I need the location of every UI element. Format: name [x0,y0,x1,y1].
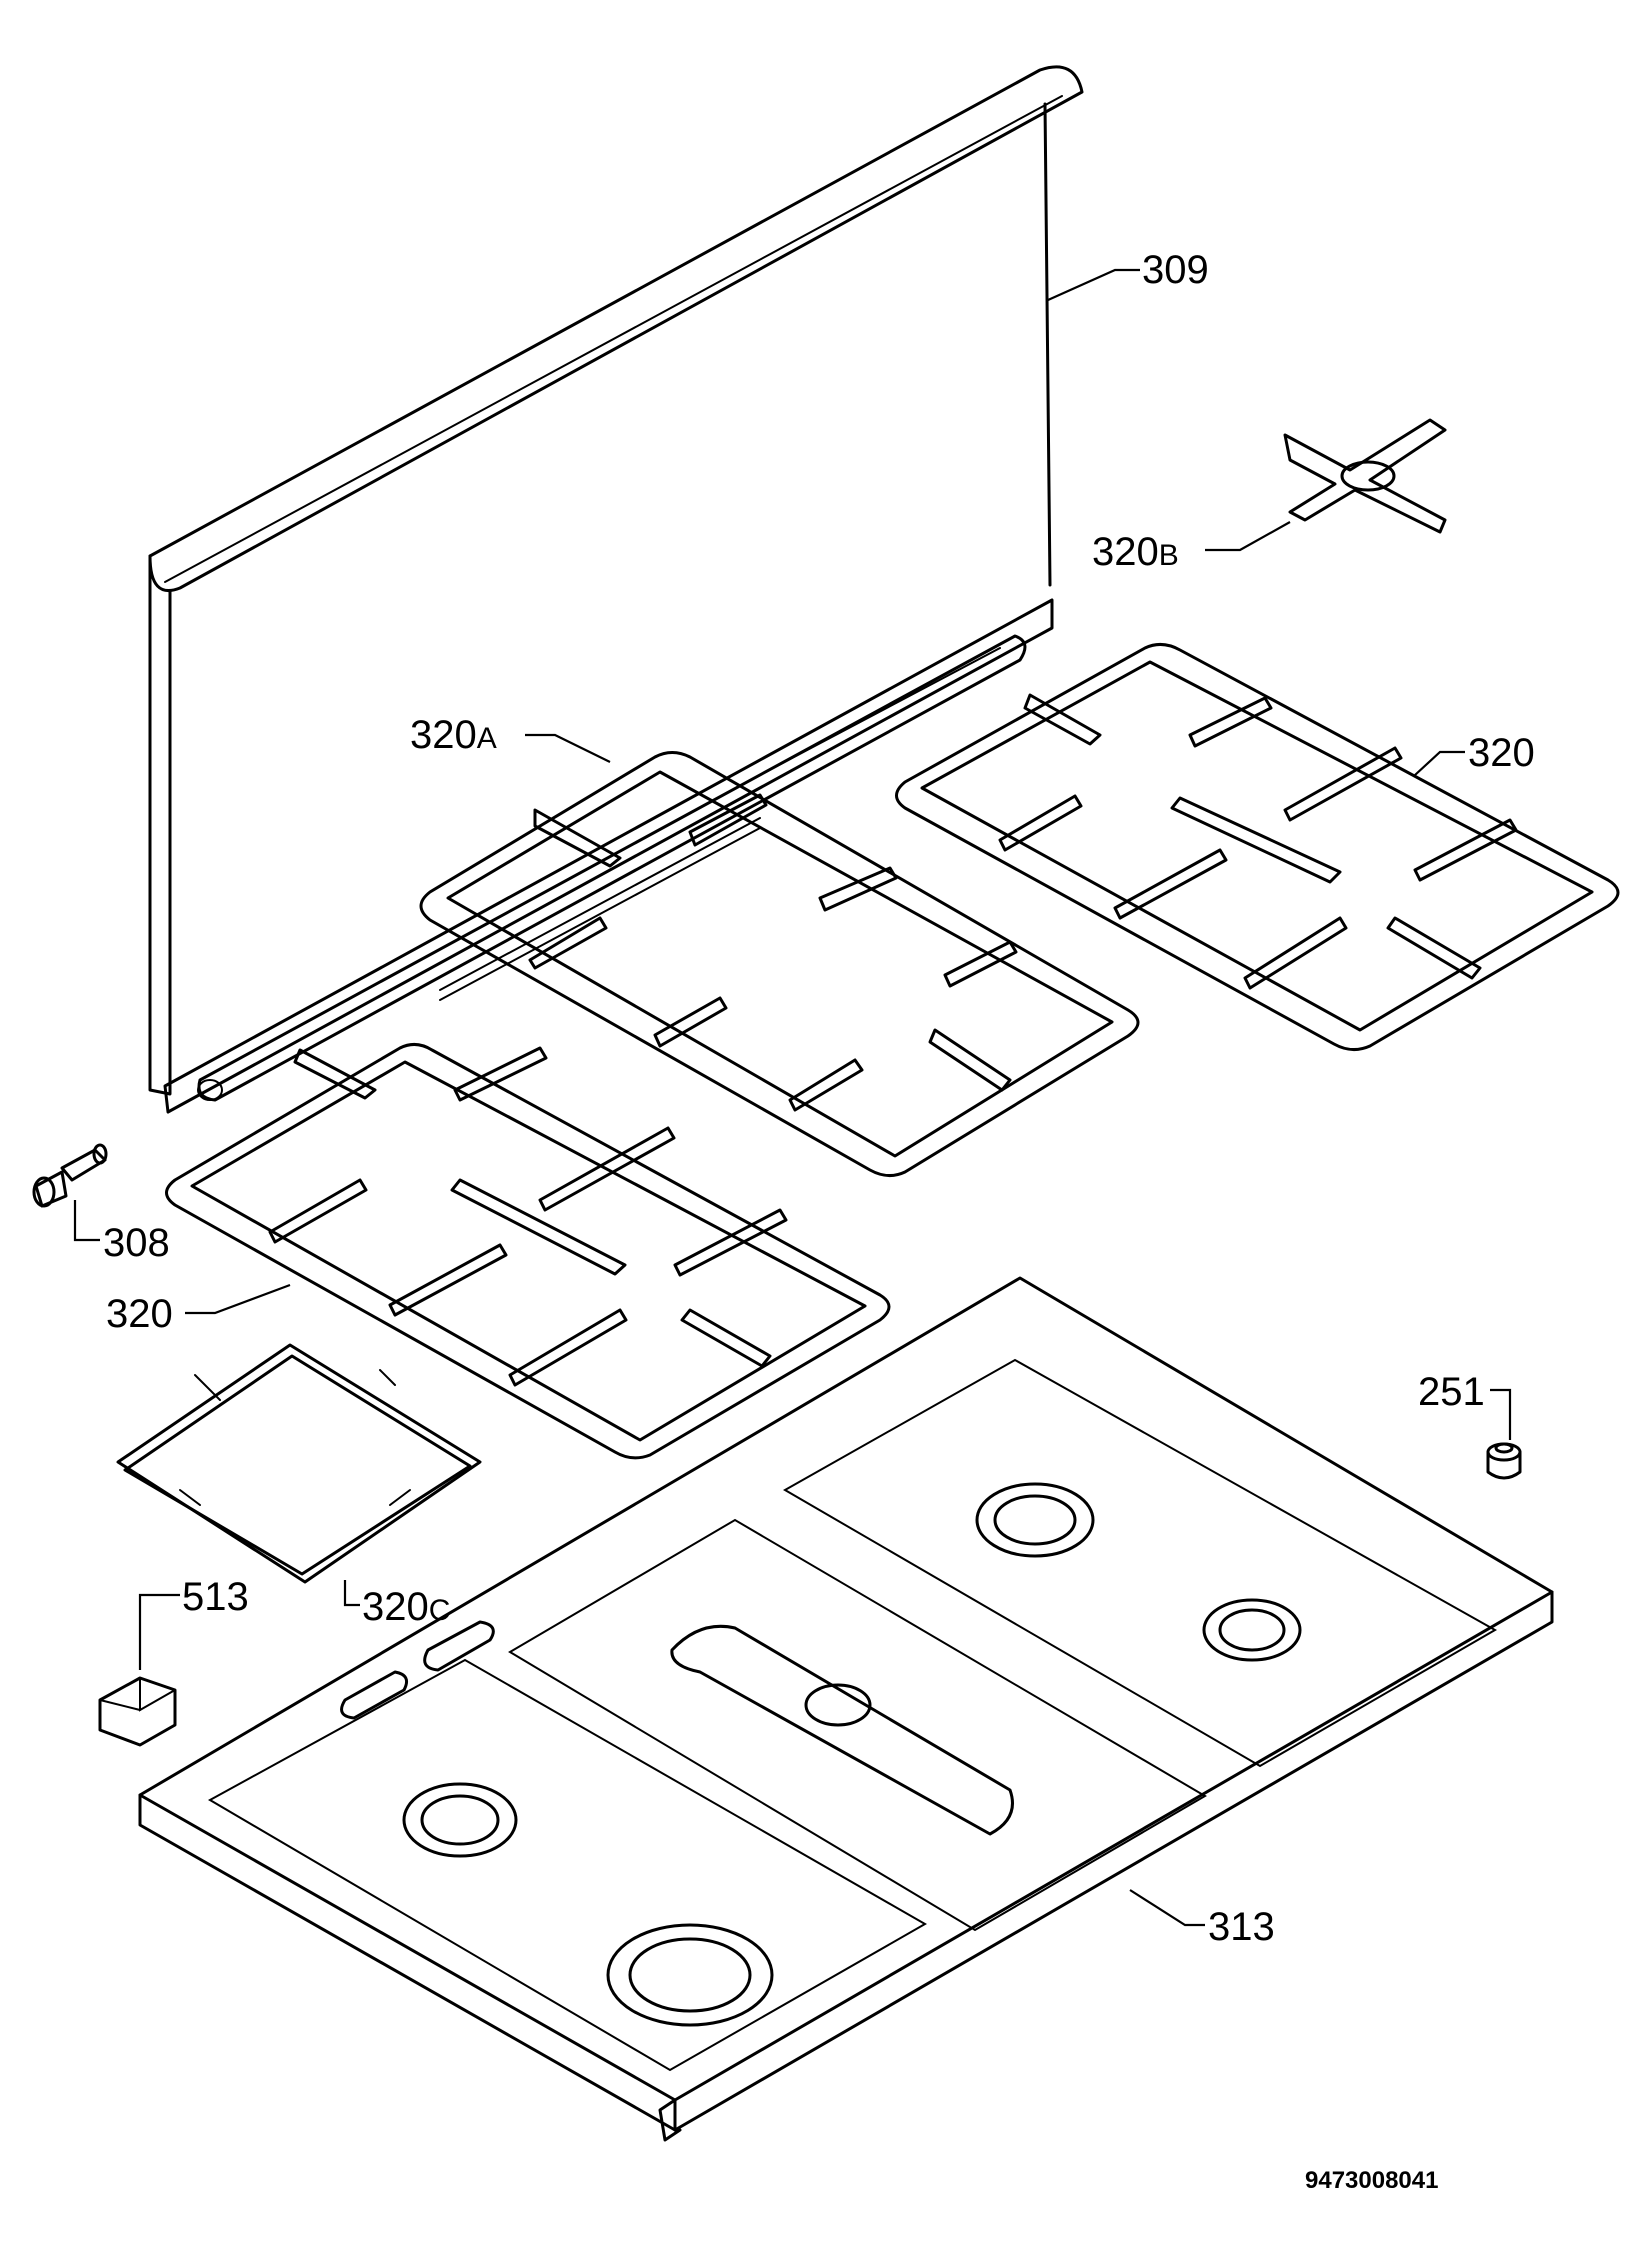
leader-320-right [1414,750,1465,776]
pan-support-320a [419,751,1140,1177]
glass-lid-309 [148,65,1084,1114]
pan-support-320-right [895,643,1620,1051]
valve-308 [32,1143,108,1208]
leader-lines [73,268,1512,1927]
leader-308 [73,1200,100,1242]
label-251: 251 [1418,1370,1485,1414]
burner-cross-trivet-320b [1283,418,1447,534]
label-320b-suffix: B [1159,539,1179,572]
leader-309 [1047,268,1140,302]
leader-320a [525,733,611,763]
leader-313 [1129,1889,1205,1927]
rubber-foot-251 [1486,1442,1522,1480]
label-308: 308 [103,1221,170,1265]
label-309: 309 [1142,248,1209,292]
hob-top-313 [138,1276,1554,2142]
leader-320-left [185,1283,291,1315]
label-313: 313 [1208,1905,1275,1949]
label-320b: 320B [1092,530,1179,574]
pan-support-320-left [165,1043,891,1460]
label-320c-number: 320 [362,1585,429,1629]
label-513: 513 [182,1575,249,1619]
leader-251 [1490,1388,1512,1440]
label-320-left: 320 [106,1292,173,1336]
label-320b-number: 320 [1092,530,1159,574]
leader-320c [343,1580,360,1607]
label-320c-suffix: C [429,1594,451,1627]
label-320a: 320A [410,713,497,757]
label-320a-suffix: A [477,722,497,755]
label-320a-number: 320 [410,713,477,757]
clip-513 [98,1676,177,1747]
leader-513 [138,1593,180,1670]
document-number: 9473008041 [1305,2167,1438,2194]
label-320c: 320C [362,1585,450,1629]
leader-320b [1205,521,1291,552]
wire-reducer-ring-320c [116,1343,482,1584]
label-320-right: 320 [1468,731,1535,775]
